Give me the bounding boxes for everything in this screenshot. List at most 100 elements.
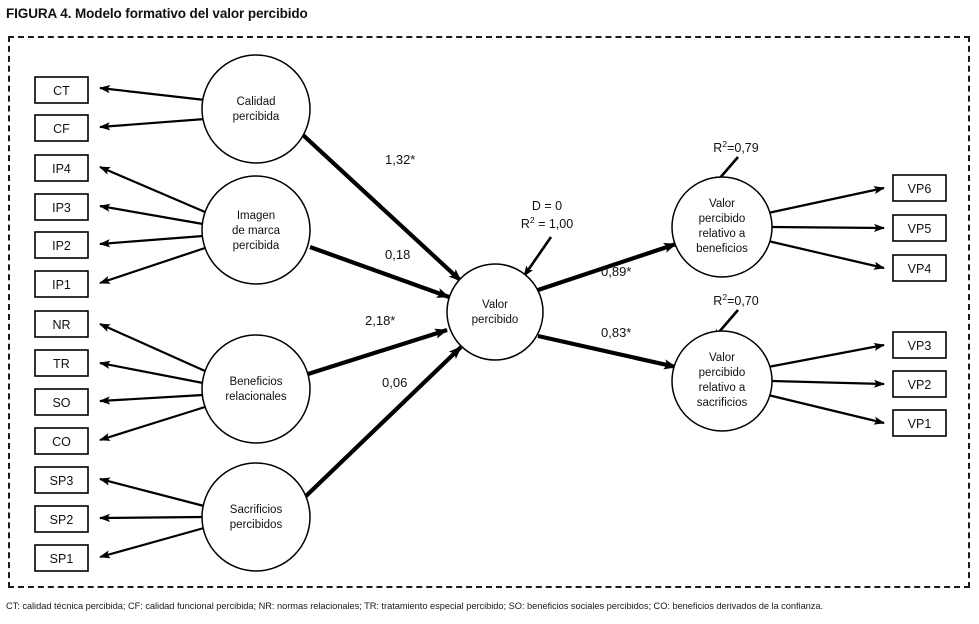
arrow-vpsacrificios-to-vp1 — [767, 393, 885, 425]
construct-label-vpsac-line2: percibido — [699, 367, 746, 379]
construct-vp-beneficios[interactable]: Valor percibido relativo a beneficios — [671, 176, 773, 278]
path-diagram: Calidad percibida Imagen de marca percib… — [34, 54, 947, 572]
construct-label-vpben-line1: Valor — [709, 198, 735, 210]
indicator-box-ct[interactable] — [34, 76, 89, 104]
indicator-ct[interactable]: CT — [34, 76, 89, 104]
path-valor-to-vp-sacrificios — [537, 333, 677, 370]
construct-label-imagen-line3: percibida — [233, 240, 280, 252]
indicator-nr[interactable]: NR — [34, 310, 89, 338]
indicator-label-sp2: SP2 — [50, 513, 74, 527]
right-indicator-arrows — [767, 186, 885, 425]
indicator-vp6[interactable]: VP6 — [892, 174, 947, 202]
indicator-sp1[interactable]: SP1 — [34, 544, 89, 572]
right-indicator-boxes: VP6 VP5 VP4 VP3 VP2 VP1 — [892, 174, 947, 437]
construct-valor-percibido[interactable]: Valor percibido — [446, 263, 544, 361]
indicator-vp5[interactable]: VP5 — [892, 214, 947, 242]
path-sacrificios-to-valor — [303, 345, 463, 499]
construct-label-vpsac-line3: relativo a — [699, 382, 746, 394]
indicator-ip4[interactable]: IP4 — [34, 154, 89, 182]
r2-value-beneficios: =0,79 — [727, 141, 759, 155]
construct-circle-imagen[interactable] — [201, 175, 311, 285]
indicator-box-vp3[interactable] — [892, 331, 947, 359]
r2-value-sacrificios: =0,70 — [727, 294, 759, 308]
construct-calidad[interactable]: Calidad percibida — [201, 54, 311, 164]
construct-circle-beneficios[interactable] — [201, 334, 311, 444]
coefficient-beneficios-valor: 2,18* — [365, 313, 395, 328]
coefficient-imagen-valor: 0,18 — [385, 247, 410, 262]
indicator-box-cf[interactable] — [34, 114, 89, 142]
arrow-imagen-to-ip3 — [99, 203, 204, 226]
indicator-ip1[interactable]: IP1 — [34, 270, 89, 298]
indicator-box-ip1[interactable] — [34, 270, 89, 298]
indicator-box-vp6[interactable] — [892, 174, 947, 202]
indicator-label-vp1: VP1 — [908, 417, 932, 431]
indicator-box-vp1[interactable] — [892, 409, 947, 437]
indicator-box-ip3[interactable] — [34, 193, 89, 221]
construct-label-imagen-line1: Imagen — [237, 210, 275, 222]
annotation-r2-vp-beneficios: R2=0,79 — [713, 139, 758, 155]
arrow-calidad-to-cf — [99, 117, 206, 131]
indicator-cf[interactable]: CF — [34, 114, 89, 142]
arrow-vpsacrificios-to-vp3 — [767, 342, 885, 369]
construct-sacrificios[interactable]: Sacrificios percibidos — [201, 462, 311, 572]
indicator-box-co[interactable] — [34, 427, 89, 455]
indicator-tr[interactable]: TR — [34, 349, 89, 377]
indicator-vp1[interactable]: VP1 — [892, 409, 947, 437]
r2-exponent-beneficios: 2 — [722, 139, 727, 149]
path-coefficient-labels: 1,32* 0,18 2,18* 0,06 0,89* 0,83* — [365, 152, 631, 390]
construct-label-valor-line1: Valor — [482, 299, 508, 311]
construct-beneficios[interactable]: Beneficios relacionales — [201, 334, 311, 444]
annotation-disturbance-valor-line2: R2 = 1,00 — [521, 215, 573, 231]
indicator-box-vp2[interactable] — [892, 370, 947, 398]
construct-circle-calidad[interactable] — [201, 54, 311, 164]
indicator-label-ip4: IP4 — [52, 162, 71, 176]
construct-label-sacrificios-line1: Sacrificios — [230, 504, 283, 516]
indicator-label-co: CO — [52, 435, 71, 449]
indicator-box-vp4[interactable] — [892, 254, 947, 282]
indicator-ip3[interactable]: IP3 — [34, 193, 89, 221]
construct-vp-sacrificios[interactable]: Valor percibido relativo a sacrificios — [671, 330, 773, 432]
construct-circle-valor[interactable] — [446, 263, 544, 361]
indicator-co[interactable]: CO — [34, 427, 89, 455]
indicator-box-tr[interactable] — [34, 349, 89, 377]
left-indicator-arrows — [99, 85, 206, 559]
figure-footnote: CT: calidad técnica percibida; CF: calid… — [6, 601, 824, 611]
indicator-box-ip4[interactable] — [34, 154, 89, 182]
left-indicator-boxes: CT CF IP4 IP3 IP2 IP1 NR TR — [34, 76, 89, 572]
indicator-box-ip2[interactable] — [34, 231, 89, 259]
construct-label-imagen-line2: de marca — [232, 225, 281, 237]
figure-title: FIGURA 4. Modelo formativo del valor per… — [6, 6, 308, 21]
r2-symbol-valor: R — [521, 217, 530, 231]
indicator-label-tr: TR — [53, 357, 70, 371]
indicator-box-sp2[interactable] — [34, 505, 89, 533]
arrow-sacrificios-to-sp1 — [99, 526, 205, 559]
indicator-box-sp1[interactable] — [34, 544, 89, 572]
construct-label-vpben-line4: beneficios — [696, 243, 748, 255]
construct-label-vpben-line3: relativo a — [699, 228, 746, 240]
indicator-box-vp5[interactable] — [892, 214, 947, 242]
indicator-box-so[interactable] — [34, 388, 89, 416]
indicator-vp4[interactable]: VP4 — [892, 254, 947, 282]
indicator-label-cf: CF — [53, 122, 70, 136]
indicator-sp3[interactable]: SP3 — [34, 466, 89, 494]
construct-circle-vp-beneficios[interactable] — [671, 176, 773, 278]
indicator-ip2[interactable]: IP2 — [34, 231, 89, 259]
indicator-so[interactable]: SO — [34, 388, 89, 416]
path-beneficios-to-valor — [307, 327, 448, 377]
construct-label-vpsac-line1: Valor — [709, 352, 735, 364]
indicator-label-ct: CT — [53, 84, 70, 98]
arrow-beneficios-to-co — [99, 405, 206, 442]
indicator-vp2[interactable]: VP2 — [892, 370, 947, 398]
indicator-sp2[interactable]: SP2 — [34, 505, 89, 533]
construct-label-beneficios-line2: relacionales — [225, 391, 287, 403]
arrow-beneficios-to-tr — [99, 360, 204, 385]
construct-circle-vp-sacrificios[interactable] — [671, 330, 773, 432]
annotation-disturbance-valor-line1: D = 0 — [532, 199, 562, 213]
construct-circle-sacrificios[interactable] — [201, 462, 311, 572]
r2-symbol-sacrificios: R — [713, 294, 722, 308]
indicator-box-nr[interactable] — [34, 310, 89, 338]
construct-imagen[interactable]: Imagen de marca percibida — [201, 175, 311, 285]
path-valor-to-vp-beneficios — [537, 242, 677, 292]
indicator-vp3[interactable]: VP3 — [892, 331, 947, 359]
indicator-box-sp3[interactable] — [34, 466, 89, 494]
